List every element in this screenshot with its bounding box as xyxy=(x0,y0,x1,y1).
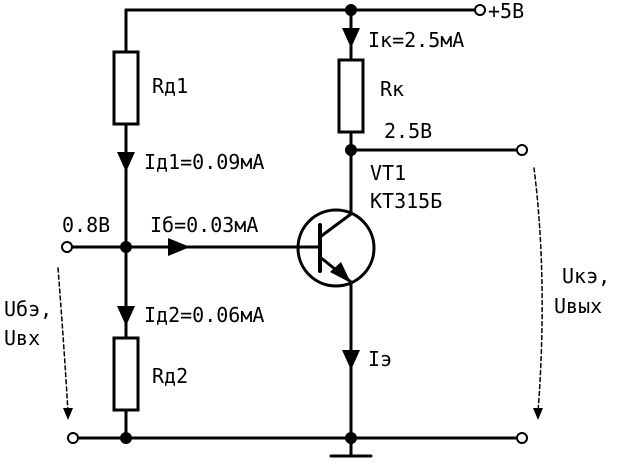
junction-ground-mid xyxy=(345,432,357,444)
uin-label: Uвх xyxy=(4,326,40,350)
terminal-input xyxy=(61,241,73,253)
uce-label: Uкэ, xyxy=(562,264,610,288)
arrow-id1 xyxy=(117,152,135,172)
ube-label: Uбэ, xyxy=(4,297,52,321)
supply-label: +5В xyxy=(488,0,524,23)
arrowhead-ube xyxy=(63,408,73,420)
resistor-rd1 xyxy=(112,50,140,126)
ie-label: Iэ xyxy=(368,347,392,371)
resistor-rk xyxy=(337,58,365,134)
vc-label: 2.5В xyxy=(384,119,432,143)
arrowhead-uce xyxy=(533,408,543,420)
arrow-ik xyxy=(342,28,360,48)
terminal-ground-left xyxy=(67,432,79,444)
vt-type-label: КТ315Б xyxy=(370,189,442,213)
junction-collector xyxy=(345,144,357,156)
terminal-output xyxy=(516,144,528,156)
terminal-ground-right xyxy=(516,432,528,444)
junction-ground-left xyxy=(120,432,132,444)
rk-label: Rк xyxy=(380,77,404,101)
rd2-label: Rд2 xyxy=(152,364,188,388)
junction-base xyxy=(120,241,132,253)
id2-label: Iд2=0.06мА xyxy=(144,303,264,327)
terminal-supply xyxy=(474,4,486,16)
vb-label: 0.8В xyxy=(62,213,110,237)
uout-label: Uвых xyxy=(554,294,602,318)
arrow-ie xyxy=(342,350,360,370)
uce-voltage-arrow xyxy=(533,167,543,413)
vt-name-label: VT1 xyxy=(370,161,406,185)
arrow-emitter xyxy=(330,262,351,283)
id1-label: Iд1=0.09мА xyxy=(144,150,264,174)
ik-label: Iк=2.5мА xyxy=(368,28,464,52)
resistor-rd2 xyxy=(112,336,140,412)
arrow-ib xyxy=(168,238,190,256)
ib-label: Iб=0.03мА xyxy=(150,213,258,237)
arrow-id2 xyxy=(117,306,135,326)
ube-voltage-arrow xyxy=(57,267,69,413)
rd1-label: Rд1 xyxy=(152,74,188,98)
transistor-collector-lead xyxy=(318,212,353,239)
junction-supply xyxy=(345,4,357,16)
